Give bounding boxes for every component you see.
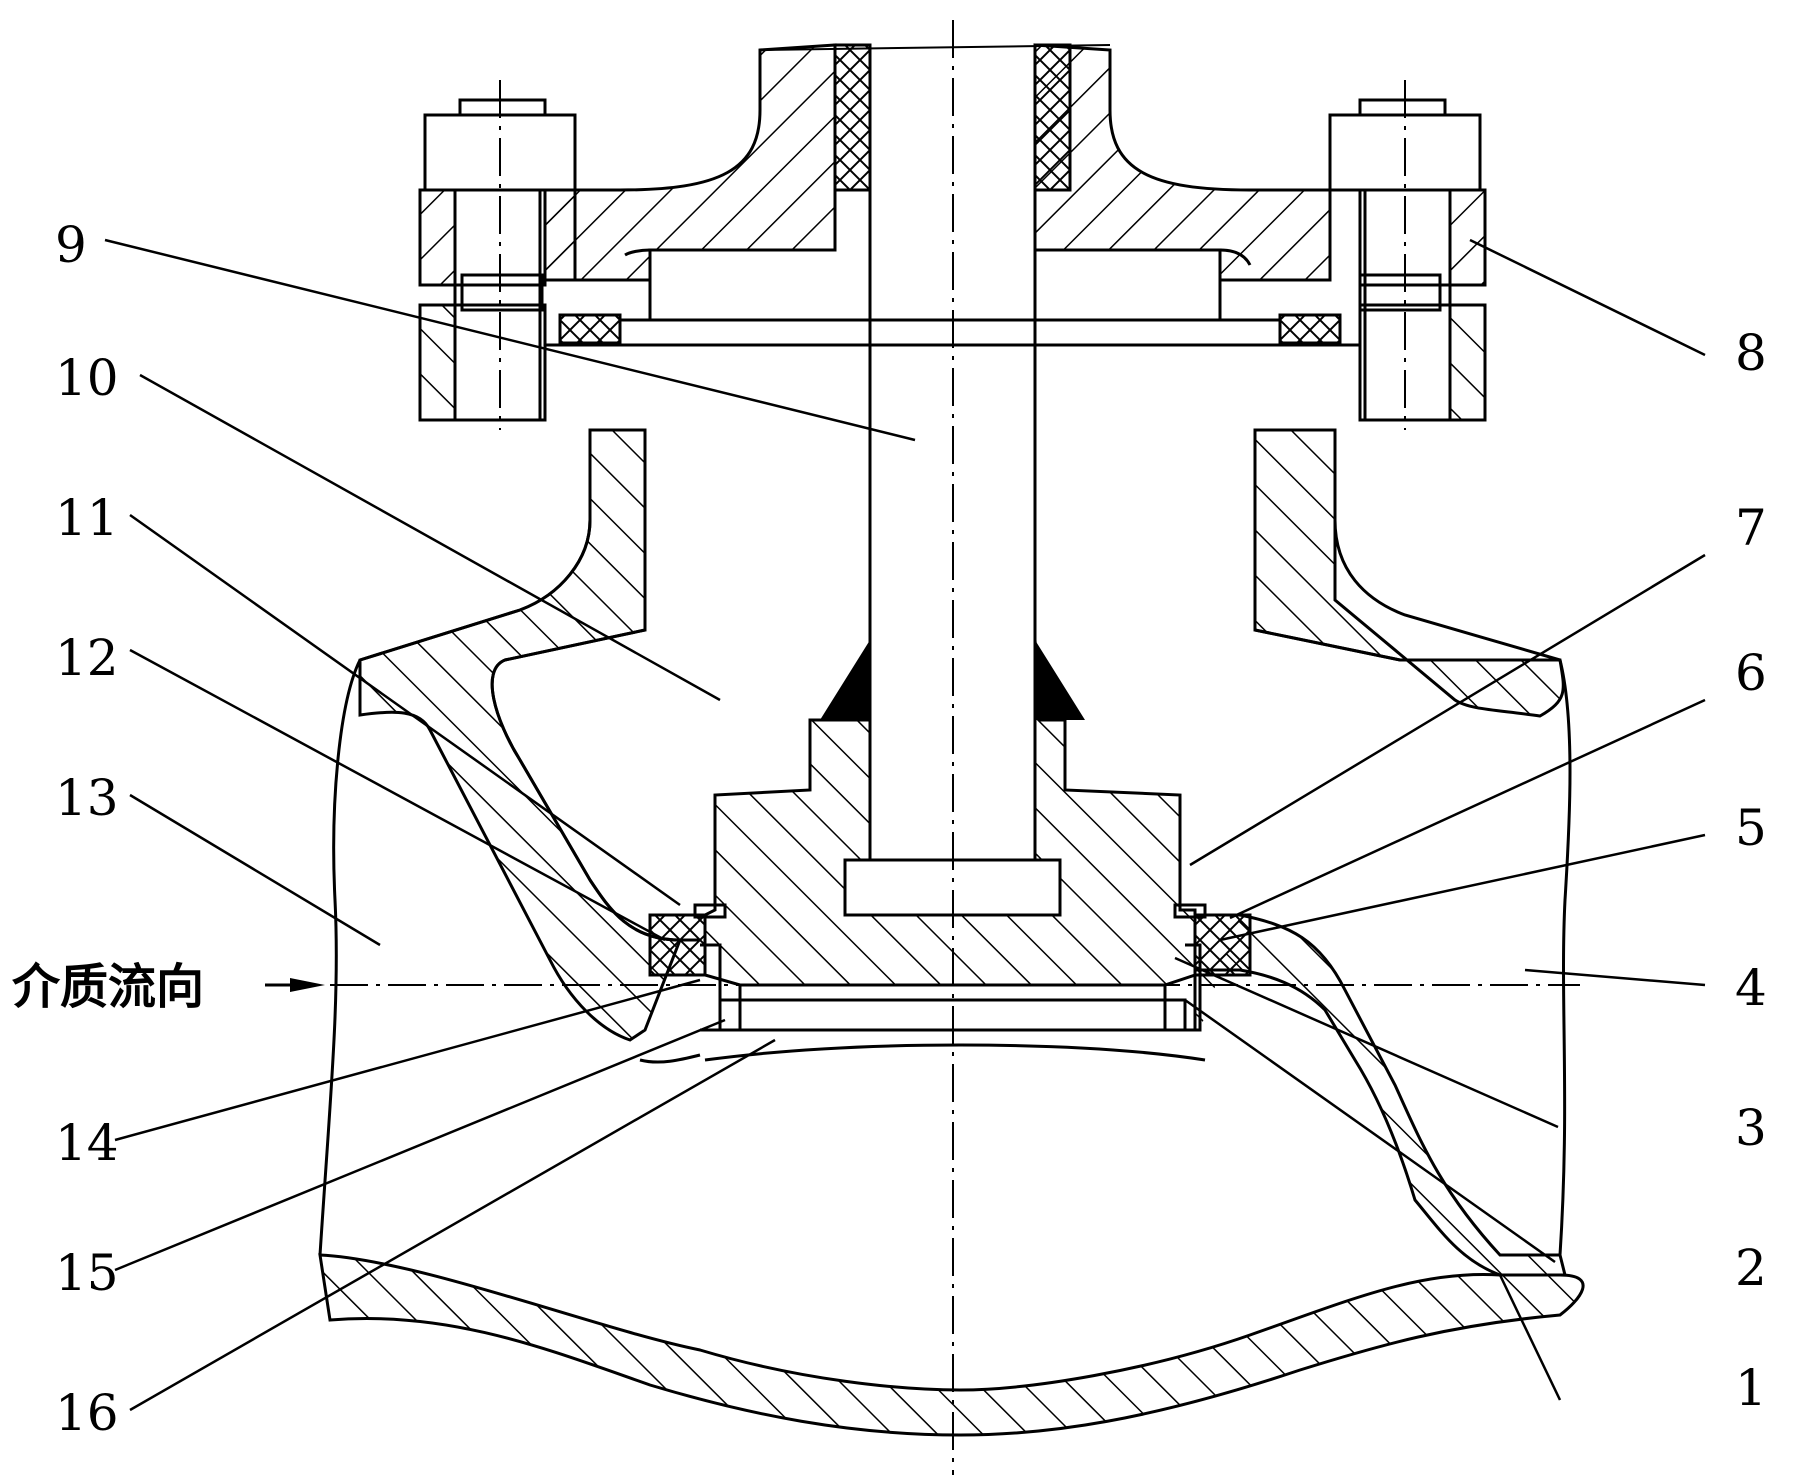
bonnet bbox=[543, 43, 1360, 347]
callout-10: 10 bbox=[55, 349, 119, 407]
callout-6: 6 bbox=[1735, 644, 1767, 702]
callout-4: 4 bbox=[1735, 959, 1767, 1017]
callout-labels: 1 2 3 4 5 6 7 8 9 10 11 12 13 14 15 16 bbox=[55, 216, 1767, 1442]
callout-13: 13 bbox=[55, 769, 119, 827]
flow-direction-label: 介质流向 bbox=[12, 959, 204, 1015]
callout-16: 16 bbox=[55, 1384, 119, 1442]
callout-2: 2 bbox=[1735, 1239, 1767, 1297]
center-lines bbox=[330, 20, 1580, 1475]
callout-1: 1 bbox=[1735, 1359, 1767, 1417]
callout-9: 9 bbox=[55, 216, 87, 274]
callout-3: 3 bbox=[1735, 1099, 1767, 1157]
callout-12: 12 bbox=[55, 629, 119, 687]
bolt-left bbox=[418, 80, 577, 430]
callout-15: 15 bbox=[55, 1244, 119, 1302]
bolt-right bbox=[1328, 80, 1487, 430]
leader-lines bbox=[104, 238, 1706, 1412]
flow-direction-arrow bbox=[265, 978, 325, 992]
callout-7: 7 bbox=[1735, 499, 1767, 557]
callout-5: 5 bbox=[1735, 799, 1767, 857]
callout-8: 8 bbox=[1735, 324, 1767, 382]
valve-disc bbox=[703, 639, 1197, 987]
callout-14: 14 bbox=[55, 1114, 119, 1172]
callout-11: 11 bbox=[55, 489, 119, 547]
valve-body bbox=[318, 428, 1585, 1437]
